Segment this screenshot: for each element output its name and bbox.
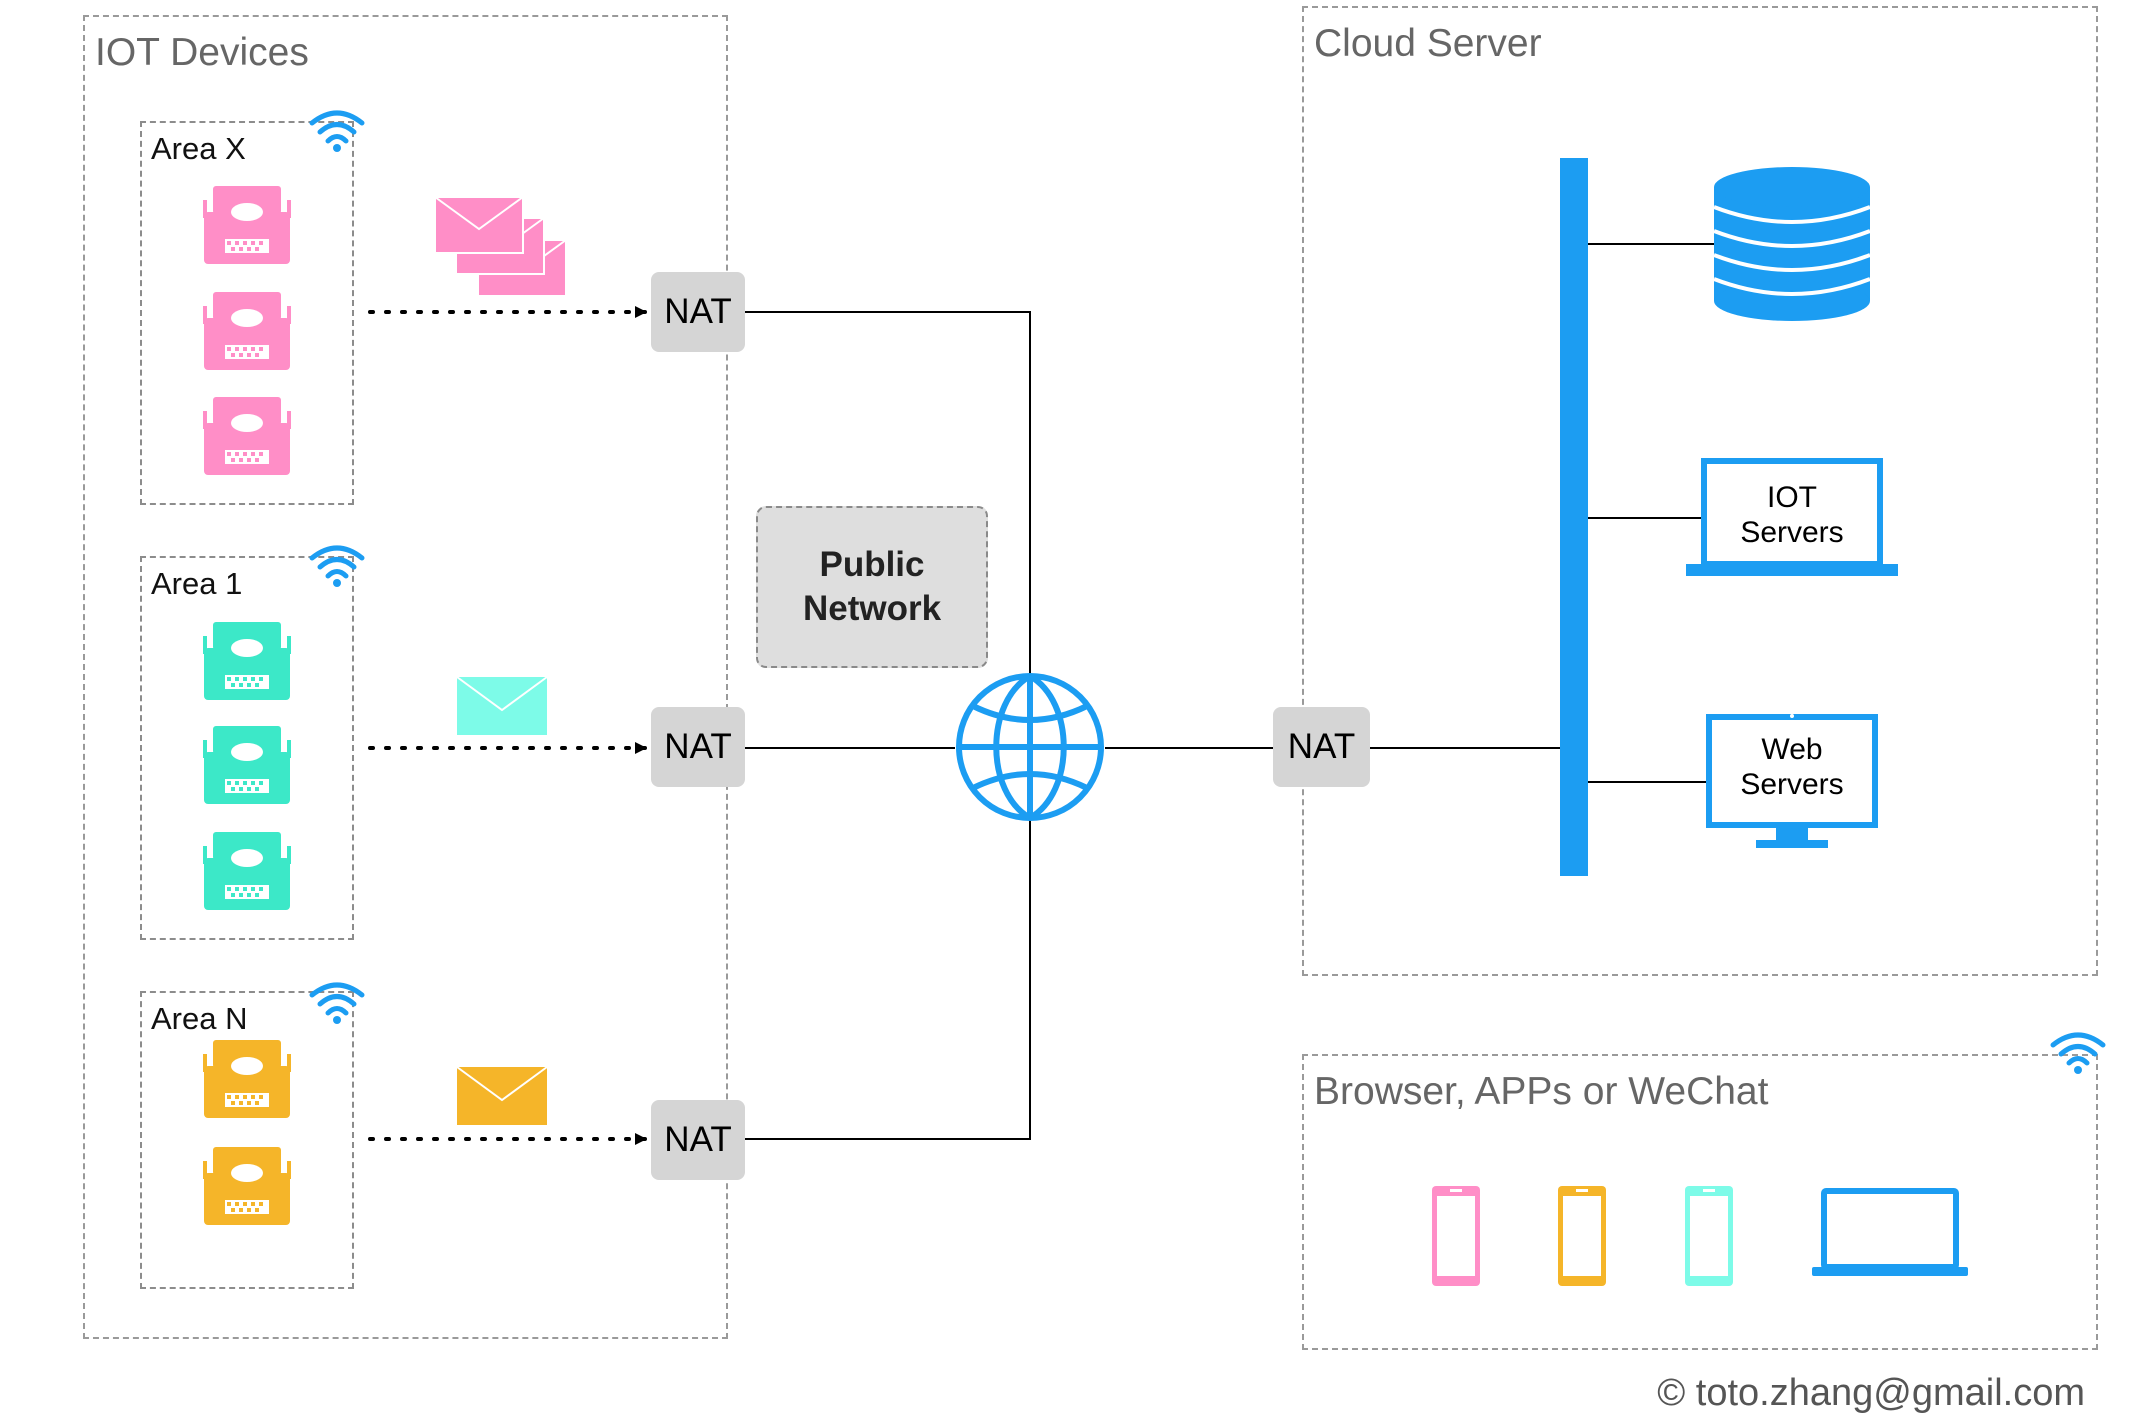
typewriter-icon — [203, 1040, 291, 1118]
laptop-icon — [1812, 1188, 1968, 1276]
clients-group: Browser, APPs or WeChat — [1302, 1054, 2098, 1350]
typewriter-icon — [203, 726, 291, 804]
area-x-title: Area X — [151, 131, 246, 166]
laptop-icon — [1686, 458, 1898, 576]
typewriter-icon — [203, 832, 291, 910]
typewriter-icon — [203, 397, 291, 475]
database-icon — [1713, 167, 1871, 321]
public-network-label: Public Network — [756, 506, 988, 668]
envelope-icon — [456, 676, 548, 735]
nat-area-n: NAT — [651, 1100, 745, 1180]
cloud-server-title: Cloud Server — [1314, 22, 1542, 65]
link-nat-x-globe — [745, 311, 1031, 675]
monitor-icon — [1706, 714, 1878, 848]
typewriter-icon — [203, 622, 291, 700]
link-nat-n-globe — [745, 820, 1031, 1140]
cloud-server-group: Cloud Server — [1302, 6, 2098, 976]
copyright-text: © toto.zhang@gmail.com — [1657, 1372, 2085, 1414]
nat-cloud: NAT — [1273, 707, 1370, 787]
envelope-stack-icon — [434, 196, 567, 297]
network-links — [745, 243, 1718, 1140]
area-x: Area X — [140, 121, 354, 505]
phone-icon — [1432, 1186, 1480, 1286]
typewriter-icon — [203, 292, 291, 370]
iot-devices-title: IOT Devices — [95, 31, 309, 74]
wifi-icon — [309, 545, 365, 587]
typewriter-icon — [203, 186, 291, 264]
nat-area-1: NAT — [651, 707, 745, 787]
cloud-bus-bar — [1560, 158, 1588, 876]
envelope-icon — [456, 1066, 548, 1125]
nat-area-x: NAT — [651, 272, 745, 352]
phone-icon — [1685, 1186, 1733, 1286]
globe-icon — [956, 673, 1104, 821]
iot-servers-label: IOT Servers — [1740, 481, 1844, 549]
wifi-icon — [309, 110, 365, 152]
typewriter-icon — [203, 1147, 291, 1225]
phone-icon — [1558, 1186, 1606, 1286]
clients-title: Browser, APPs or WeChat — [1314, 1070, 1769, 1113]
area-1-title: Area 1 — [151, 566, 243, 601]
iot-devices-group: IOT Devices — [83, 15, 728, 1339]
area-n: Area N — [140, 991, 354, 1289]
public-network-text: Public Network — [802, 545, 942, 628]
web-servers-label: Web Servers — [1740, 733, 1844, 801]
wifi-icon — [309, 982, 365, 1024]
area-1: Area 1 — [140, 556, 354, 940]
wifi-icon — [2050, 1032, 2106, 1074]
area-n-title: Area N — [151, 1001, 248, 1036]
